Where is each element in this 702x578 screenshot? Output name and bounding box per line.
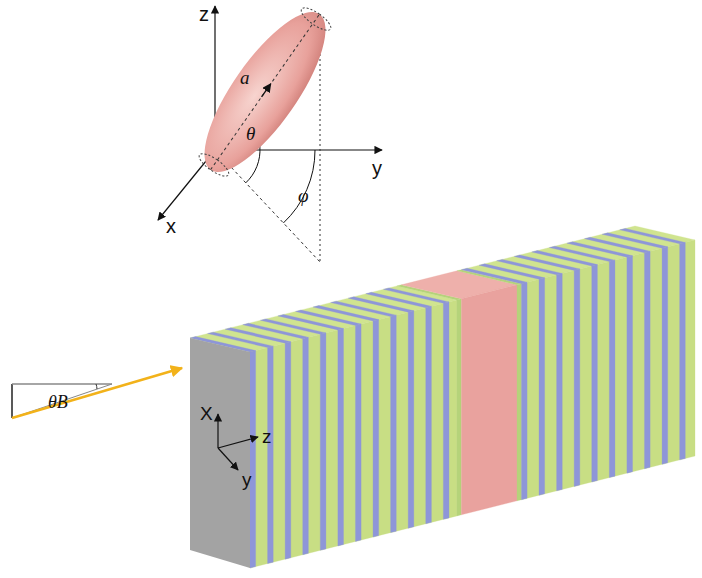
- layer-top: [584, 237, 650, 252]
- layer-side: [408, 311, 414, 528]
- layer-top: [225, 328, 291, 343]
- layer-side: [426, 306, 432, 523]
- layer-side: [662, 247, 668, 464]
- front-face: [190, 338, 250, 568]
- axis-line: [217, 414, 218, 448]
- layer-top: [514, 255, 580, 270]
- ellipsoid-shape: [190, 0, 340, 185]
- layer-top: [549, 246, 615, 261]
- layer-top: [313, 306, 379, 321]
- axis-label: θB: [48, 393, 68, 411]
- layer-side: [250, 351, 256, 568]
- layer-side: [609, 260, 615, 477]
- layer-side: [644, 251, 650, 468]
- crystal: [190, 226, 695, 568]
- layer-top: [366, 292, 432, 307]
- layer-side: [574, 269, 580, 486]
- layer-side: [592, 265, 598, 482]
- layer-top: [278, 314, 344, 329]
- layer-top: [620, 228, 686, 243]
- layer-side: [521, 282, 527, 499]
- layer-side: [373, 320, 379, 537]
- layer-side: [285, 342, 291, 559]
- layer-top: [497, 259, 563, 274]
- layer-side: [320, 333, 326, 550]
- axis-label: X: [200, 404, 213, 423]
- layer-side: [557, 273, 563, 490]
- layer-top: [295, 310, 361, 325]
- vector-label: a: [240, 68, 250, 87]
- axis-label: z: [199, 4, 209, 24]
- layer-top: [461, 268, 527, 283]
- ellipsoid: a: [190, 0, 340, 185]
- axis-label: φ: [298, 186, 309, 205]
- axis-line: [218, 437, 258, 448]
- phi-arc: [283, 150, 315, 223]
- layer-side: [539, 278, 545, 495]
- layer-top: [479, 264, 545, 279]
- axis-label: θ: [246, 124, 255, 143]
- layer-top: [567, 242, 633, 257]
- layer-side: [680, 242, 686, 459]
- layer-top: [602, 233, 668, 248]
- layer-top: [532, 251, 598, 266]
- layer-side: [521, 240, 695, 500]
- layer-side: [303, 337, 309, 554]
- layer-side: [355, 324, 361, 541]
- axis-line: [218, 448, 238, 470]
- layer-side: [268, 346, 274, 563]
- layer-side: [517, 284, 521, 501]
- layer-top: [243, 323, 309, 338]
- axis-label: y: [372, 158, 382, 178]
- layer-side: [461, 285, 517, 515]
- layer-side: [457, 299, 461, 516]
- beam: [12, 368, 182, 418]
- layer-side: [338, 328, 344, 545]
- layer-top: [260, 319, 326, 334]
- axis-label: z: [262, 427, 272, 446]
- layer-top: [348, 297, 414, 312]
- axis-label: x: [166, 216, 176, 236]
- layer-side: [391, 315, 397, 532]
- layer-top: [331, 301, 397, 316]
- layer-side: [443, 302, 449, 519]
- layer-side: [627, 256, 633, 473]
- axis-label: y: [242, 470, 252, 489]
